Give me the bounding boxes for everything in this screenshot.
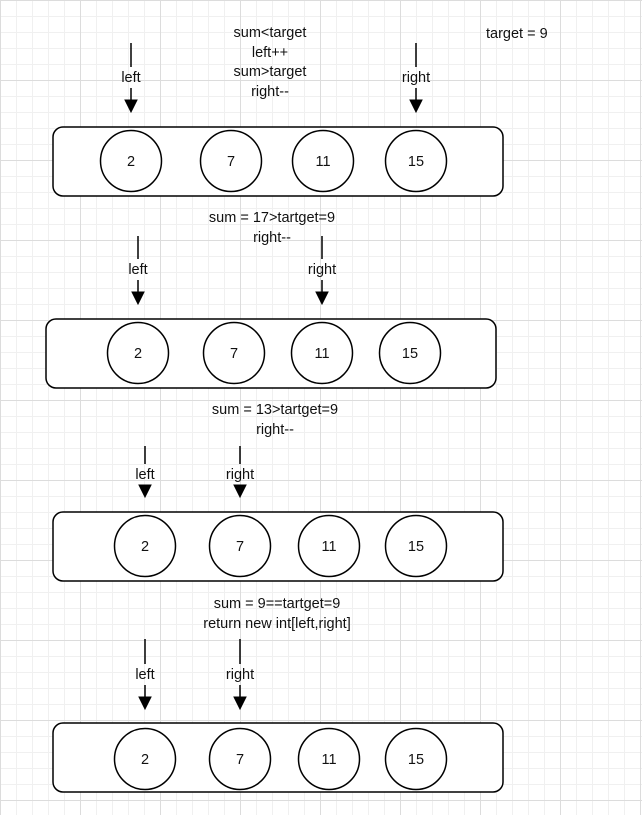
step-note-line: right-- (256, 421, 294, 438)
array-element-value: 11 (314, 346, 329, 362)
step-note-line: right-- (251, 83, 289, 100)
array-element-circle (202, 321, 266, 385)
right-pointer-label: right (307, 262, 337, 278)
step-4: 2 7 11 15 (52, 639, 504, 793)
step-note-line: sum<target (233, 25, 307, 41)
target-note: target = 9 (486, 26, 548, 42)
array-element-value: 11 (321, 752, 336, 768)
array-element-value: 7 (230, 346, 238, 362)
array-element-circle (297, 727, 361, 791)
array-element-value: 15 (408, 752, 424, 768)
step-3: 2 7 11 15 (52, 446, 504, 582)
array-element-circle (106, 321, 170, 385)
array-element-value: 7 (236, 752, 244, 768)
step-note-line: sum>target (233, 64, 307, 80)
right-pointer-arrowhead (315, 291, 329, 306)
left-pointer-arrowhead (124, 99, 138, 114)
left-pointer-arrowhead (138, 484, 152, 499)
array-element-circle (99, 129, 163, 193)
left-pointer-label: left (128, 262, 148, 278)
array-element-circle (384, 129, 448, 193)
array-element-value: 7 (227, 154, 235, 170)
array-element-circle (208, 514, 272, 578)
array-element-circle (290, 321, 354, 385)
array-element-value: 11 (315, 154, 330, 170)
array-element-value: 15 (408, 539, 424, 555)
array-element-value: 7 (236, 539, 244, 555)
right-pointer-arrowhead (233, 484, 247, 499)
right-pointer-arrowhead (409, 99, 423, 114)
array-element-circle (384, 514, 448, 578)
array-element-circle (113, 727, 177, 791)
array-element-value: 2 (141, 539, 149, 555)
array-element-circle (384, 727, 448, 791)
right-pointer-arrowhead (233, 696, 247, 711)
array-element-value: 15 (408, 154, 424, 170)
right-pointer-label: right (225, 667, 255, 683)
array-element-circle (199, 129, 263, 193)
step-2: 2 7 11 15 (45, 236, 497, 389)
array-element-circle (291, 129, 355, 193)
array-element-value: 15 (402, 346, 418, 362)
array-element-value: 2 (127, 154, 135, 170)
step-note-line: return new int[left,right] (203, 615, 351, 632)
array-element-circle (113, 514, 177, 578)
left-pointer-label: left (121, 70, 141, 86)
left-pointer-label: left (135, 667, 155, 683)
step-note-line: sum = 13>tartget=9 (211, 402, 339, 418)
array-element-circle (208, 727, 272, 791)
left-pointer-arrowhead (131, 291, 145, 306)
array-element-value: 2 (141, 752, 149, 768)
array-element-circle (297, 514, 361, 578)
step-1: 2 7 11 15 (52, 43, 504, 197)
left-pointer-arrowhead (138, 696, 152, 711)
array-element-value: 2 (134, 346, 142, 362)
array-element-circle (378, 321, 442, 385)
step-note-line: right-- (253, 229, 291, 246)
array-element-value: 11 (321, 539, 336, 555)
step-note-line: left++ (251, 44, 289, 61)
right-pointer-label: right (401, 70, 431, 86)
right-pointer-label: right (225, 467, 255, 483)
step-note-line: sum = 17>tartget=9 (208, 210, 336, 226)
left-pointer-label: left (135, 467, 155, 483)
step-note-line: sum = 9==tartget=9 (213, 596, 341, 612)
